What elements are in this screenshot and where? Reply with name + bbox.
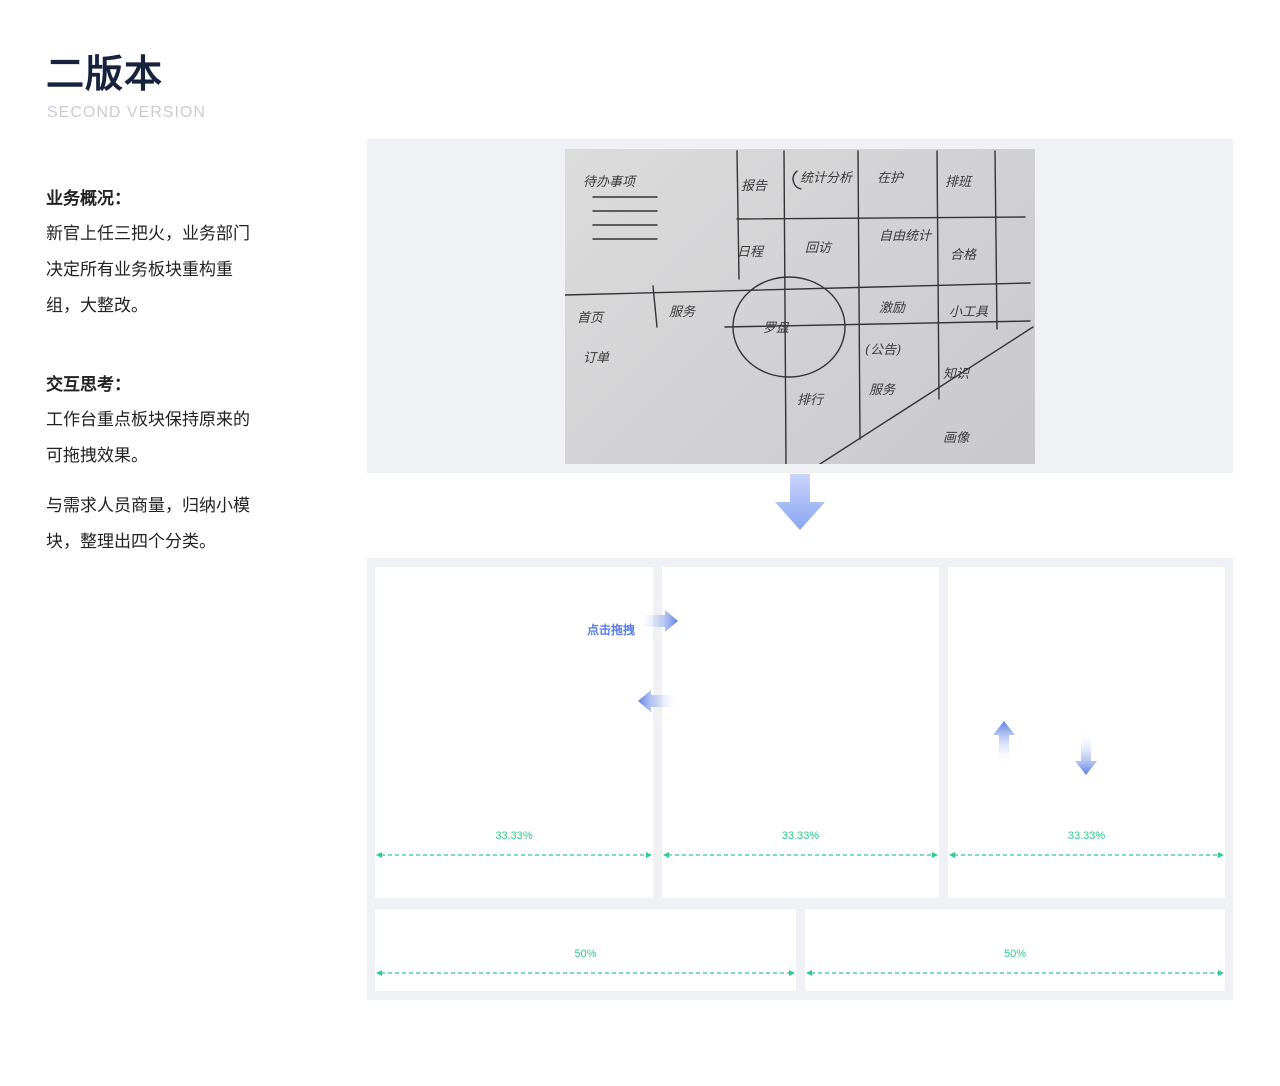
dimension-line <box>376 852 652 858</box>
width-label: 50% <box>574 948 597 960</box>
hand-sketch-photo: 待办事项 报告 统计分析 在护 排班 日程 回访 自由统计 合格 首页 服务 罗… <box>565 149 1035 464</box>
arrow-up-icon <box>993 721 1015 765</box>
page-title: 二版本 <box>46 52 164 96</box>
arrow-down-small-icon <box>1075 731 1097 775</box>
arrow-down-icon <box>775 474 825 530</box>
dimension-line <box>376 970 795 976</box>
interaction-thinking-line: 工作台重点板块保持原来的 <box>46 410 250 430</box>
summary-line: 块，整理出四个分类。 <box>46 532 216 552</box>
business-overview-line: 组，大整改。 <box>46 296 148 316</box>
business-overview-heading: 业务概况： <box>46 189 131 209</box>
sketch-photo-panel: 待办事项 报告 统计分析 在护 排班 日程 回访 自由统计 合格 首页 服务 罗… <box>367 139 1233 473</box>
business-overview-line: 新官上任三把火，业务部门 <box>46 224 250 244</box>
business-overview-line: 决定所有业务板块重构重 <box>46 260 233 280</box>
arrow-right-icon <box>637 610 678 632</box>
module-card[interactable]: 33.33% <box>662 567 939 898</box>
interaction-thinking-heading: 交互思考： <box>46 375 131 395</box>
summary-section: 与需求人员商量，归纳小模 块，整理出四个分类。 <box>46 488 296 560</box>
summary-line: 与需求人员商量，归纳小模 <box>46 496 250 516</box>
module-card[interactable]: 50% <box>805 909 1225 991</box>
width-label: 50% <box>1003 948 1027 960</box>
interaction-thinking-line: 可拖拽效果。 <box>46 446 148 466</box>
width-label: 33.33% <box>1067 830 1106 842</box>
interaction-thinking-section: 交互思考： 工作台重点板块保持原来的 可拖拽效果。 <box>46 372 296 474</box>
width-label: 33.33% <box>781 830 820 842</box>
module-card[interactable]: 33.33% <box>948 567 1225 898</box>
module-card[interactable]: 点击拖拽 33.33% <box>375 567 653 898</box>
page-subtitle: SECOND VERSION <box>47 104 206 121</box>
dimension-line <box>949 852 1224 858</box>
width-label: 33.33% <box>495 830 533 842</box>
sketch-lines <box>565 150 1034 464</box>
module-card[interactable]: 50% <box>375 909 796 991</box>
dimension-line <box>806 970 1224 976</box>
drag-hint-label: 点击拖拽 <box>587 623 636 637</box>
layout-grid-panel: 点击拖拽 33.33% 33.33% <box>367 558 1233 1000</box>
business-overview-section: 业务概况： 新官上任三把火，业务部门 决定所有业务板块重构重 组，大整改。 <box>46 186 296 324</box>
arrow-left-icon <box>638 690 679 712</box>
dimension-line <box>663 852 938 858</box>
